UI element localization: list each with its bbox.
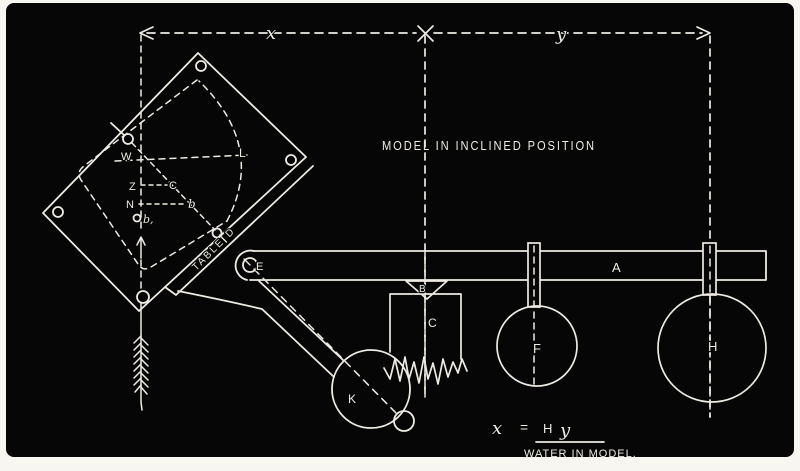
- knife-edge-label: B: [419, 284, 426, 295]
- knife-edge-pointer: [405, 280, 448, 300]
- figure-title: MODEL IN INCLINED POSITION: [382, 138, 596, 153]
- weight-f: [496, 305, 578, 387]
- point-c-label: C: [169, 180, 177, 192]
- formula-lhs: x: [492, 418, 502, 439]
- point-b1-label: b,: [143, 213, 154, 226]
- formula-numerator-h: H: [543, 421, 553, 436]
- weight-h-label: H: [708, 339, 717, 354]
- figure-panel: [6, 3, 794, 457]
- up-arrow-icon: [136, 236, 146, 259]
- tank-label: C: [428, 316, 437, 330]
- table-corner-hole: [195, 60, 207, 72]
- arm-lower-edge: [177, 290, 335, 378]
- arm-end-ring: [393, 410, 415, 432]
- beam-pivot-lug: [234, 249, 255, 281]
- dimension-x-label: x: [266, 23, 276, 44]
- table-corner-hole: [285, 154, 297, 166]
- arrow-right-icon: [696, 26, 711, 40]
- formula-denominator: WATER IN MODEL.: [524, 448, 637, 460]
- point-z-label: Z: [129, 181, 136, 193]
- table-outline: [42, 52, 307, 312]
- line-w-l: [114, 154, 248, 162]
- arrow-left-icon: [139, 26, 154, 40]
- table-pivot-hole: [122, 133, 134, 145]
- pivot-pointer-line: [110, 122, 125, 136]
- beam-label: A: [612, 260, 621, 275]
- arm-upper-edge: [258, 280, 344, 361]
- weight-h: [657, 293, 767, 403]
- formula-equals: =: [520, 419, 529, 435]
- arm-centerline: [253, 268, 400, 417]
- weight-f-label: F: [533, 341, 541, 356]
- hanging-weights: [496, 242, 767, 403]
- water-surface-jagged-line: [383, 356, 468, 385]
- dimension-y-label: y: [555, 24, 567, 45]
- table-corner-hole: [52, 206, 64, 218]
- formula: x = H y WATER IN MODEL.: [491, 417, 637, 460]
- pivot-pin-tick: [243, 258, 251, 266]
- hanger-rod-h: [702, 242, 717, 296]
- beam-outline: [249, 250, 767, 281]
- cord-feather-right: [140, 337, 149, 395]
- counterweight-label: K: [348, 392, 356, 406]
- table-level-position-outline: [78, 79, 228, 270]
- table-centerline: [131, 142, 216, 231]
- table-corner-hole: [136, 290, 150, 304]
- cord-feather-left: [133, 335, 142, 393]
- balance-beam: [177, 249, 767, 432]
- pivot-pin: [242, 257, 258, 273]
- edge-label-divider: [218, 234, 228, 243]
- point-b-label: b: [188, 197, 196, 211]
- table-small-hole: [211, 227, 223, 239]
- table-edge-strip: [164, 165, 314, 296]
- point-w-label: W: [121, 151, 132, 163]
- counterweight-k: [331, 349, 411, 429]
- point-l-label: L: [239, 146, 246, 160]
- cross-tick-icon: [417, 25, 434, 42]
- reference-overlays: [424, 245, 711, 418]
- point-b1-marker: [132, 213, 142, 223]
- pivot-label: E: [256, 261, 263, 273]
- point-n-label: N: [126, 199, 134, 211]
- formula-numerator-y: y: [559, 420, 571, 441]
- corner-swing-arc: [198, 80, 243, 222]
